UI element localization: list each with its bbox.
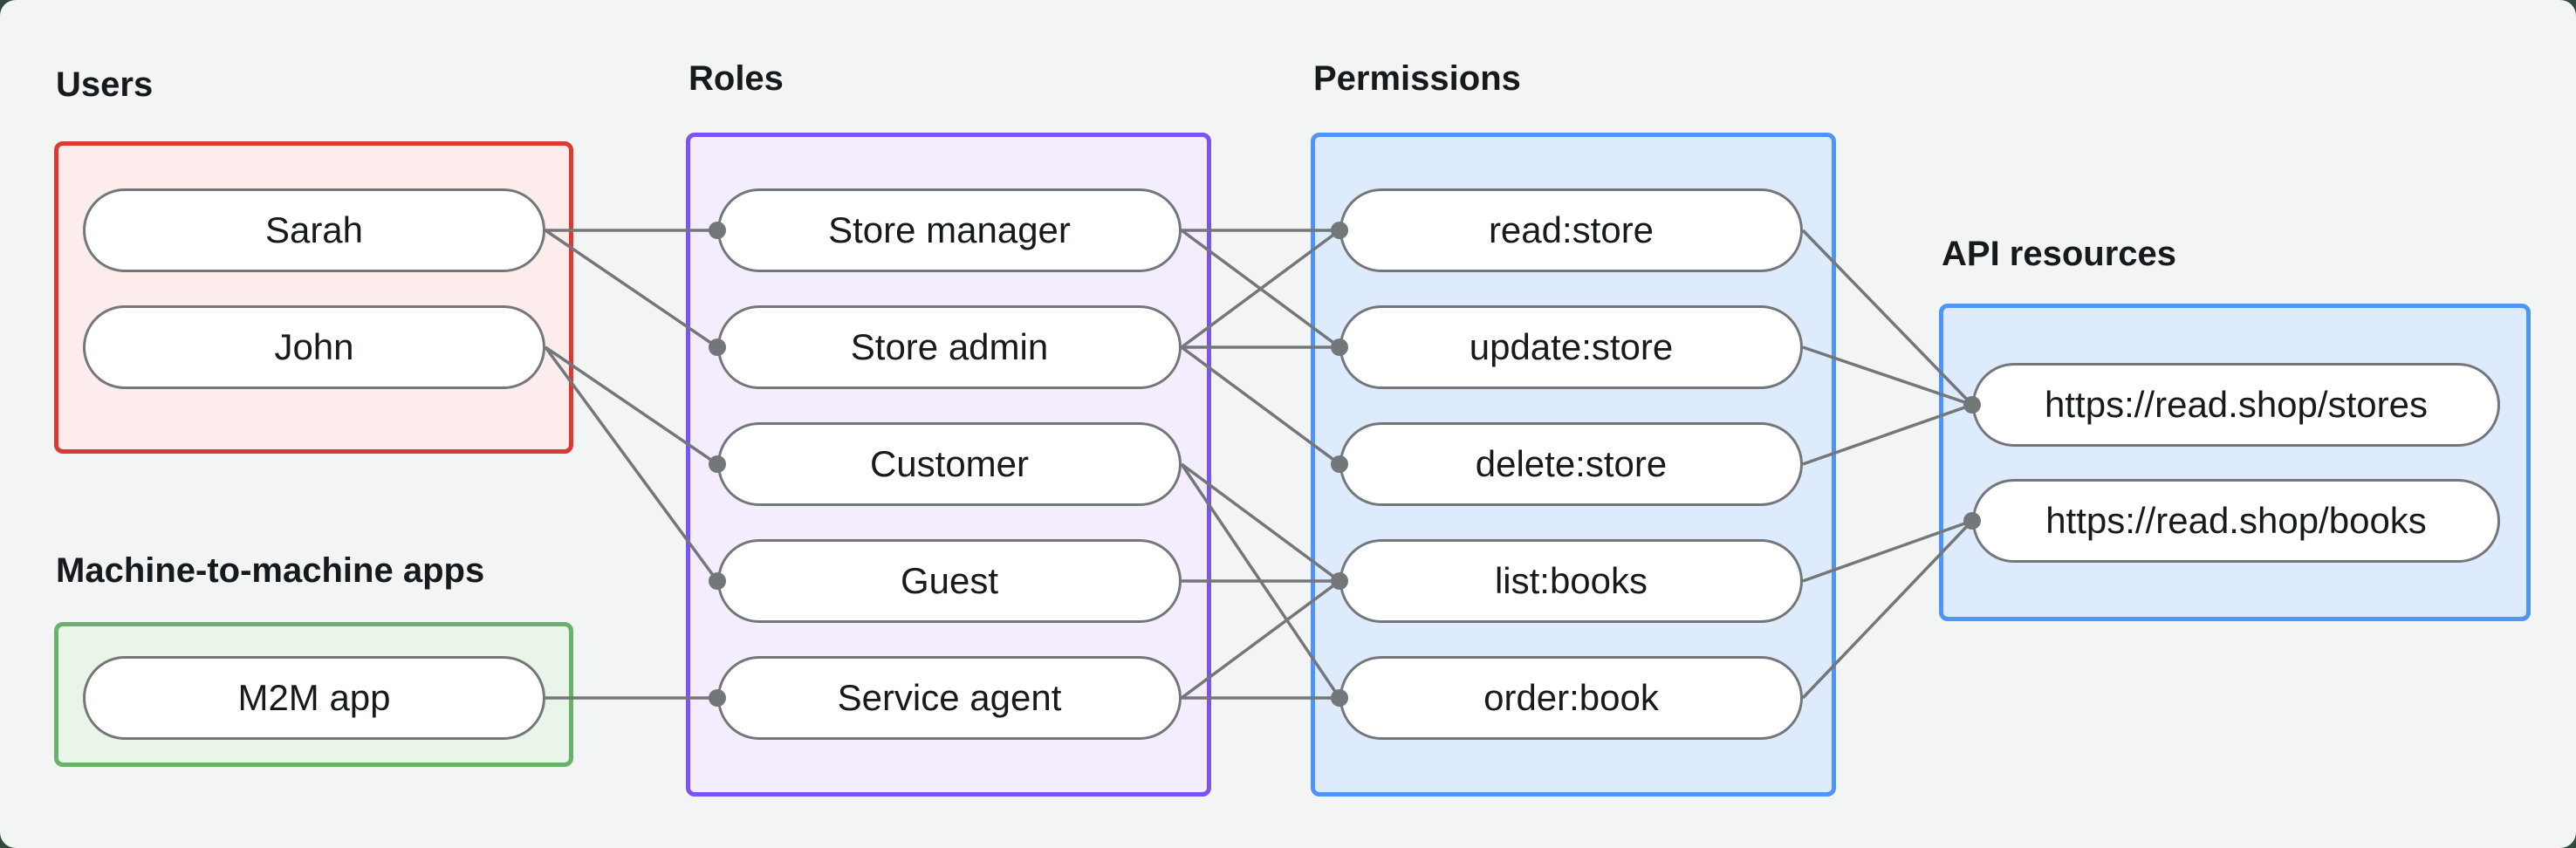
pill-delete_store: delete:store [1339, 422, 1803, 506]
pill-customer: Customer [717, 422, 1182, 506]
pill-order_book: order:book [1339, 656, 1803, 740]
pill-sarah: Sarah [83, 188, 545, 272]
pill-store_manager: Store manager [717, 188, 1182, 272]
pill-read_store: read:store [1339, 188, 1803, 272]
pill-service_agent: Service agent [717, 656, 1182, 740]
group-api-box [1939, 304, 2531, 621]
pill-books_api: https://read.shop/books [1972, 479, 2500, 563]
group-permissions-label: Permissions [1313, 59, 1521, 98]
group-roles-label: Roles [689, 59, 784, 98]
group-users-label: Users [56, 65, 154, 104]
pill-john: John [83, 305, 545, 389]
pill-store_admin: Store admin [717, 305, 1182, 389]
pill-stores_api: https://read.shop/stores [1972, 363, 2500, 447]
pill-m2m_app: M2M app [83, 656, 545, 740]
group-m2m-label: Machine-to-machine apps [56, 551, 485, 590]
group-api-label: API resources [1942, 235, 2177, 273]
pill-update_store: update:store [1339, 305, 1803, 389]
pill-list_books: list:books [1339, 539, 1803, 623]
pill-guest: Guest [717, 539, 1182, 623]
